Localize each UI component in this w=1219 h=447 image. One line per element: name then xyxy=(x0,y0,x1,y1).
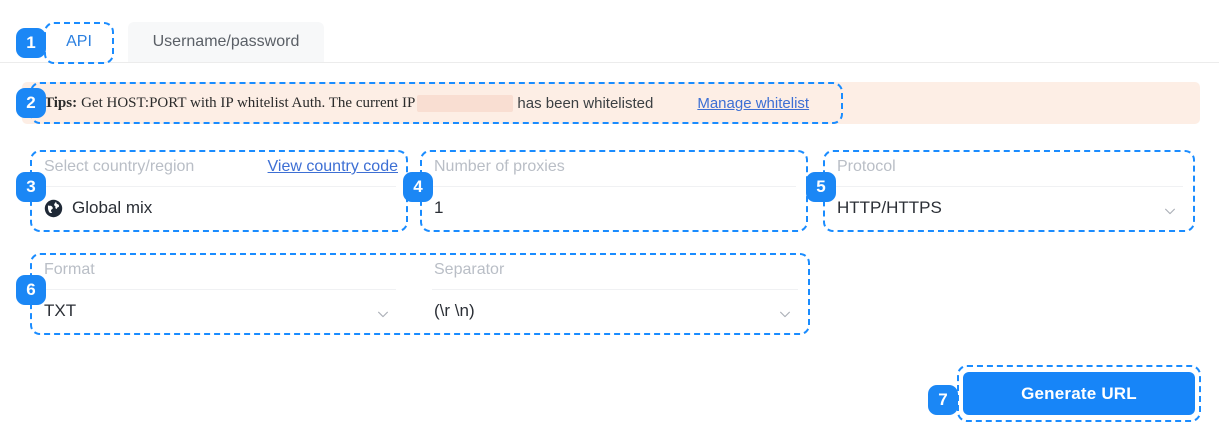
proxies-field-label: Number of proxies xyxy=(434,158,565,175)
protocol-field-divider xyxy=(835,186,1183,187)
country-value-text: Global mix xyxy=(72,198,153,217)
generate-url-button[interactable]: Generate URL xyxy=(963,372,1195,415)
format-field-value: TXT xyxy=(44,301,77,320)
separator-field-label: Separator xyxy=(434,261,505,278)
proxies-field[interactable]: Number of proxies 1 xyxy=(420,150,808,232)
redacted-ip xyxy=(417,94,514,112)
annotation-badge-2: 2 xyxy=(16,88,46,118)
tab-username-password[interactable]: Username/password xyxy=(128,22,324,62)
annotation-badge-6: 6 xyxy=(16,275,46,305)
format-field-divider xyxy=(42,289,396,290)
country-field-value: Global mix xyxy=(44,198,152,218)
protocol-field[interactable]: Protocol HTTP/HTTPS xyxy=(823,150,1195,232)
proxies-field-divider xyxy=(432,186,796,187)
tips-bar: Tips: Get HOST:PORT with IP whitelist Au… xyxy=(22,82,1200,124)
tab-api[interactable]: API xyxy=(46,22,112,62)
globe-icon xyxy=(44,199,63,217)
manage-whitelist-link[interactable]: Manage whitelist xyxy=(697,94,810,112)
tab-bar: API Username/password xyxy=(0,0,1219,64)
country-field-label: Select country/region xyxy=(44,158,195,175)
annotation-badge-7: 7 xyxy=(928,385,958,415)
annotation-badge-5: 5 xyxy=(806,172,836,202)
format-field[interactable]: Format TXT xyxy=(30,253,408,335)
separator-field-value: (\r \n) xyxy=(434,301,475,320)
tips-message-tail: has been whitelisted xyxy=(517,94,654,112)
tips-label: Tips: xyxy=(44,94,78,111)
annotation-badge-3: 3 xyxy=(16,172,46,202)
chevron-down-icon[interactable] xyxy=(778,307,792,321)
country-field[interactable]: Select country/region View country code … xyxy=(30,150,408,232)
protocol-field-label: Protocol xyxy=(837,158,896,175)
annotation-badge-4: 4 xyxy=(403,172,433,202)
separator-field-divider xyxy=(432,289,798,290)
tab-bar-underline xyxy=(0,62,1219,63)
tips-message: Get HOST:PORT with IP whitelist Auth. Th… xyxy=(81,94,416,111)
proxies-field-value[interactable]: 1 xyxy=(434,198,444,217)
separator-field[interactable]: Separator (\r \n) xyxy=(420,253,810,335)
protocol-field-value: HTTP/HTTPS xyxy=(837,198,942,217)
chevron-down-icon[interactable] xyxy=(376,307,390,321)
annotation-badge-1: 1 xyxy=(16,28,46,58)
view-country-code-link[interactable]: View country code xyxy=(267,158,398,175)
format-field-label: Format xyxy=(44,261,95,278)
country-field-divider xyxy=(42,186,396,187)
chevron-down-icon[interactable] xyxy=(1163,204,1177,218)
